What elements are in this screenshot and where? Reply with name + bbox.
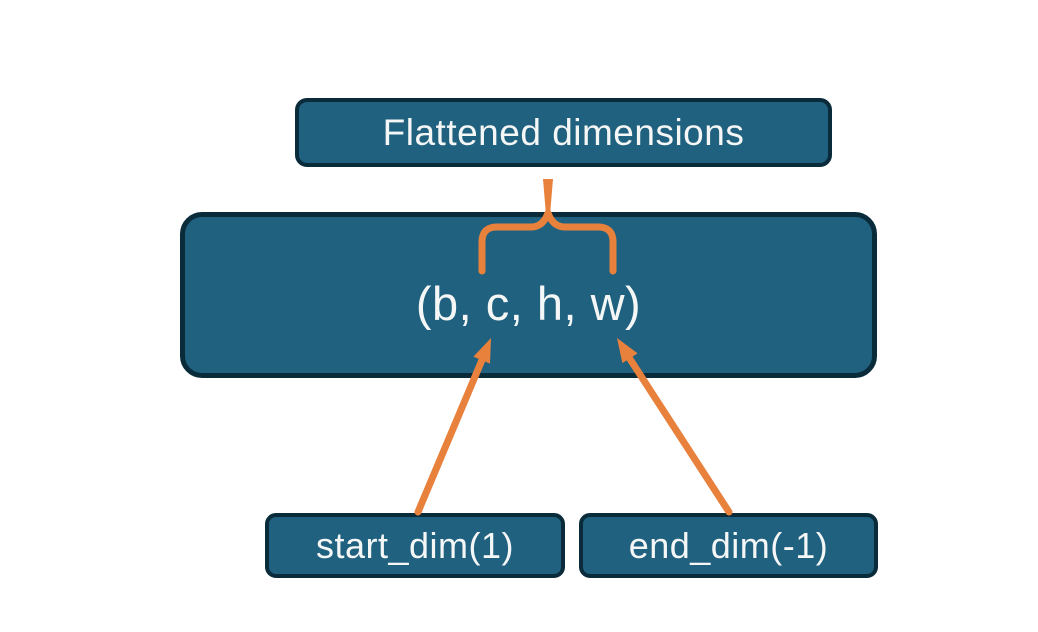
brace-stem — [543, 179, 553, 215]
start-dim-node: start_dim(1) — [265, 513, 565, 578]
start-dim-arrow — [414, 356, 486, 516]
end-dim-label: end_dim(-1) — [628, 524, 829, 566]
start-dim-label: start_dim(1) — [315, 524, 515, 566]
end-dim-arrow — [624, 352, 733, 516]
end-dim-node: end_dim(-1) — [579, 513, 878, 578]
tensor-shape-node: (b, c, h, w) — [180, 212, 877, 378]
tensor-shape-label: (b, c, h, w) — [415, 276, 642, 330]
flattened-dimensions-node: Flattened dimensions — [295, 98, 832, 167]
flattened-dimensions-label: Flattened dimensions — [382, 111, 745, 153]
